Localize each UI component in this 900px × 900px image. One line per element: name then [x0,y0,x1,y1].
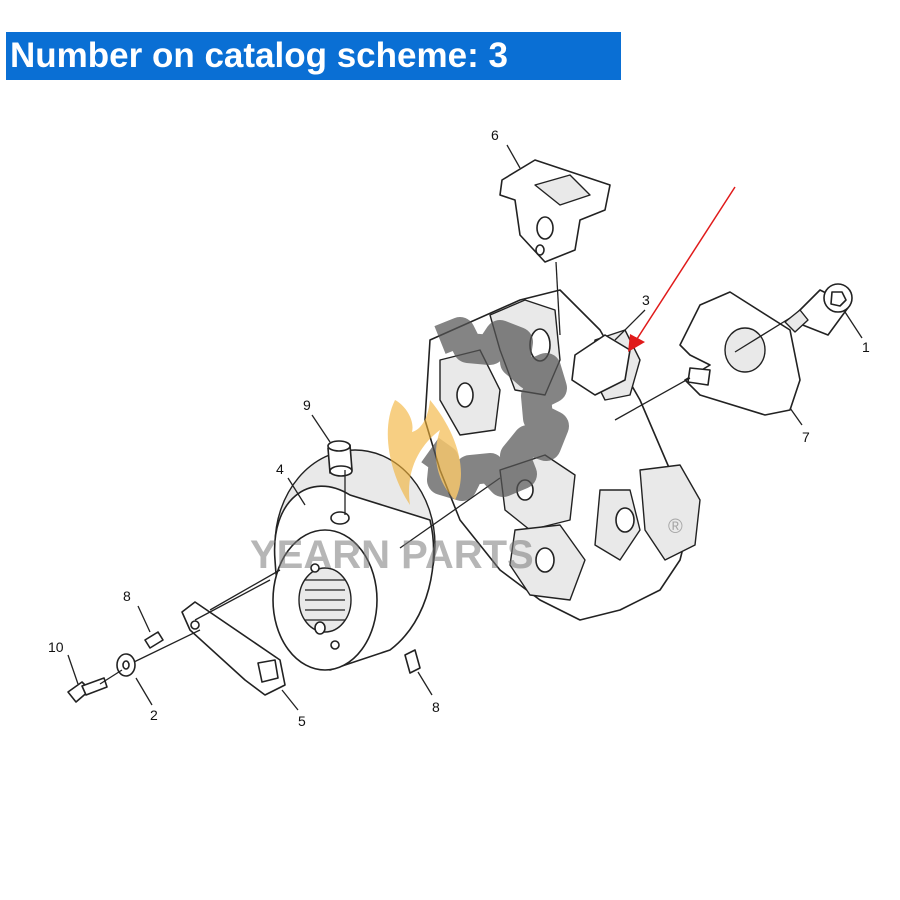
hub-part-4 [272,449,436,671]
highlight-arrow [628,186,736,352]
callout-leaders [67,144,863,711]
watermark-logo [387,317,569,505]
callout-1: 1 [862,339,870,355]
callout-7: 7 [802,429,810,445]
bolt-part-10 [67,677,108,703]
arm-part-5 [181,601,286,696]
callout-8-bottom: 8 [432,699,440,715]
bracket-part-7 [679,291,801,416]
callout-9: 9 [303,397,311,413]
watermark-registered-mark: ® [668,516,683,538]
washer-part-2 [116,653,136,677]
bolt-part-1 [784,283,853,336]
page-title: Number on catalog scheme: 3 [6,32,621,80]
plug-part-9 [327,440,353,477]
assembly-lines [99,261,791,685]
callout-5: 5 [298,713,306,729]
callout-8-left: 8 [123,588,131,604]
bracket-part-6 [499,159,611,263]
pin-part-8-bottom [404,649,421,674]
callout-2: 2 [150,707,158,723]
watermark-brand: YEARN PARTS [250,533,534,577]
callout-3: 3 [642,292,650,308]
callout-6: 6 [491,127,499,143]
pin-part-8-left [144,631,164,649]
callout-10: 10 [48,639,64,655]
callout-4: 4 [276,461,284,477]
